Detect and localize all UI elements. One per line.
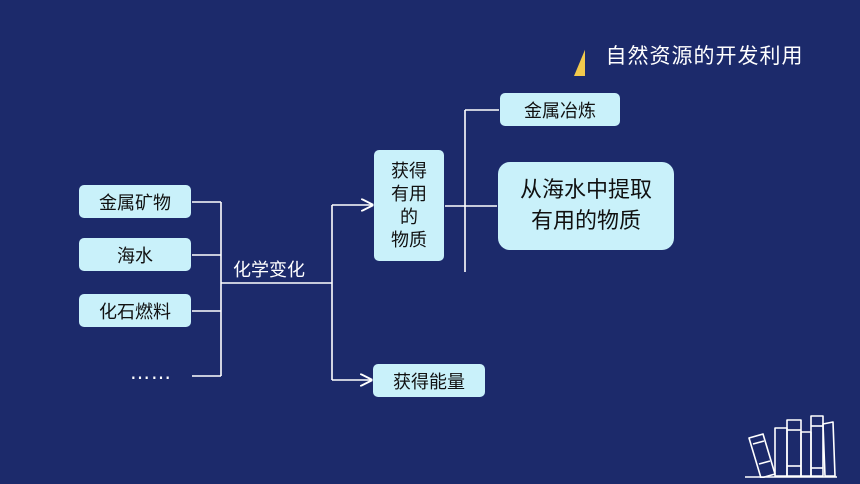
source-ellipsis: ……	[130, 360, 172, 384]
method-seawater-extraction: 从海水中提取 有用的物质	[498, 162, 674, 250]
books-icon	[745, 415, 837, 478]
source-metal-minerals: 金属矿物	[79, 185, 191, 218]
page-title: 自然资源的开发利用	[605, 43, 804, 68]
process-label: 化学变化	[233, 260, 305, 281]
source-seawater: 海水	[79, 238, 191, 271]
outcome-useful-substances: 获得 有用 的 物质	[374, 150, 444, 261]
method-metal-smelting: 金属冶炼	[500, 93, 620, 126]
title-banner: 自然资源的开发利用	[585, 33, 824, 76]
outcome-energy: 获得能量	[373, 364, 485, 397]
source-fossil-fuels: 化石燃料	[79, 294, 191, 327]
